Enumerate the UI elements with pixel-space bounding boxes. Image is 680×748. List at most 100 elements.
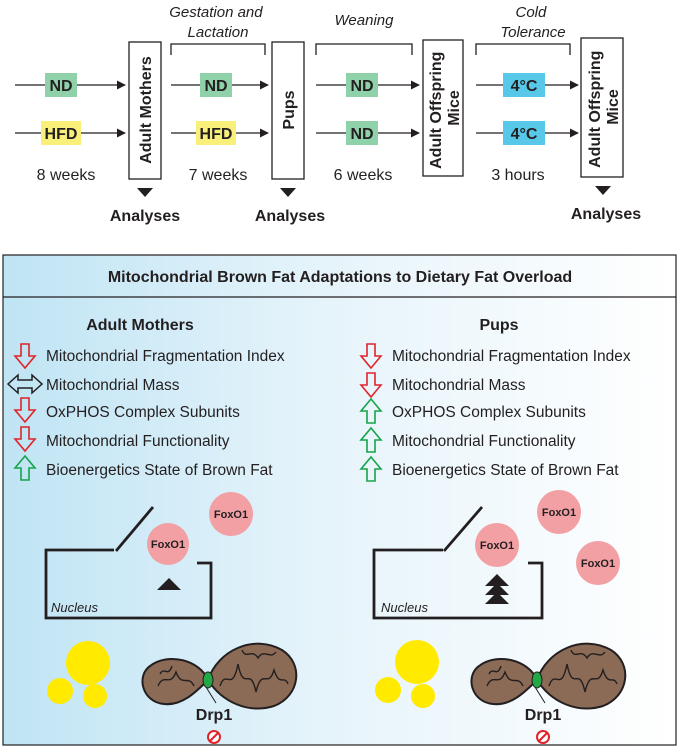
bracket-weaning <box>315 43 413 55</box>
duration-col4: 3 hours <box>491 167 544 184</box>
duration-col3: 6 weeks <box>334 167 393 184</box>
phase-cold-line1: Cold <box>515 4 547 21</box>
right-inhibit-icon <box>536 730 550 744</box>
left-lipid-droplets <box>47 641 110 708</box>
left-item-4: Mitochondrial Functionality <box>13 426 230 453</box>
left-nucleus-diagram: FoxO1 FoxO1 Nucleus <box>44 492 253 620</box>
down-arrow-icon <box>359 372 383 399</box>
right-item-3-text: OxPHOS Complex Subunits <box>392 404 586 421</box>
left-nucleus-label: Nucleus <box>51 600 98 615</box>
nd-tag-col1 <box>45 73 77 97</box>
phase-label-cold: Cold Tolerance <box>500 4 565 41</box>
box-pups <box>271 41 305 180</box>
phase-cold-line2: Tolerance <box>500 24 565 41</box>
bracket-cold <box>475 43 571 55</box>
box-adult-offspring-2 <box>580 37 624 178</box>
right-nucleus-outline <box>372 548 544 620</box>
box-offspring-2-line1: Adult Offspring <box>587 51 604 168</box>
analyses-marker-1 <box>137 188 153 197</box>
left-foxo1-inside <box>147 523 189 565</box>
analyses-label-1: Analyses <box>110 208 180 225</box>
cold-tag-col4-bottom <box>503 121 545 145</box>
up-arrow-icon <box>359 397 383 424</box>
phase-gestation-line2: Lactation <box>188 24 249 41</box>
analyses-marker-3 <box>595 186 611 195</box>
down-arrow-icon <box>13 343 37 370</box>
cold-tag-col4-top <box>503 73 545 97</box>
box-adult-offspring-1 <box>422 39 464 177</box>
up-arrow-icon <box>359 455 383 482</box>
phase-label-gestation: Gestation and Lactation <box>169 4 267 41</box>
right-items: Mitochondrial Fragmentation Index Mitoch… <box>359 343 631 482</box>
nd-tag-col3-bottom <box>346 121 378 145</box>
duration-col2: 7 weeks <box>189 167 248 184</box>
left-item-5-text: Bioenergetics State of Brown Fat <box>46 462 273 479</box>
duration-col1: 8 weeks <box>37 167 96 184</box>
hfd-label-col1: HFD <box>45 126 78 143</box>
analyses-label-3: Analyses <box>571 206 641 223</box>
hfd-label-col2: HFD <box>200 126 233 143</box>
left-foxo1-outside <box>209 492 253 536</box>
right-foxo1-outside-1 <box>537 490 581 534</box>
right-drp1-pointer <box>534 686 546 704</box>
box-adult-mothers <box>128 41 162 180</box>
right-nucleus-diagram: FoxO1 FoxO1 FoxO1 Nucleus <box>372 490 620 620</box>
box-adult-offspring-2-label: Adult Offspring Mice <box>587 46 622 168</box>
left-drp1-ring <box>202 671 214 689</box>
nd-label-col3-top: ND <box>350 78 373 95</box>
box-adult-mothers-label: Adult Mothers <box>138 56 155 164</box>
lipid-droplet-small <box>47 678 73 704</box>
box-offspring-1-line1: Adult Offspring <box>428 52 445 169</box>
bracket-gestation <box>170 43 266 55</box>
left-foxo1-outside-label: FoxO1 <box>214 509 248 521</box>
right-drp1-label: Drp1 <box>525 707 562 724</box>
right-drp1-ring <box>531 671 543 689</box>
left-items: Mitochondrial Fragmentation Index Mitoch… <box>6 343 285 481</box>
left-item-1-text: Mitochondrial Fragmentation Index <box>46 348 285 365</box>
right-import-arrow-2 <box>485 583 509 595</box>
right-foxo1-outside-2-label: FoxO1 <box>581 558 615 570</box>
hfd-tag-col2 <box>196 121 236 145</box>
nd-label-col1: ND <box>49 78 72 95</box>
left-item-2-text: Mitochondrial Mass <box>46 377 180 394</box>
right-item-2: Mitochondrial Mass <box>359 372 526 399</box>
right-import-arrow-3 <box>485 592 509 604</box>
adaptations-panel: Mitochondrial Brown Fat Adaptations to D… <box>2 254 677 746</box>
panel-title: Mitochondrial Brown Fat Adaptations to D… <box>108 269 572 286</box>
right-item-5-text: Bioenergetics State of Brown Fat <box>392 462 619 479</box>
analyses-marker-2 <box>280 188 296 197</box>
cold-label-col4-bottom: 4°C <box>511 126 538 143</box>
nd-tag-col3-top <box>346 73 378 97</box>
box-offspring-1-line2: Mice <box>446 90 463 126</box>
nd-label-col2: ND <box>204 78 227 95</box>
right-nucleus-door <box>442 506 484 552</box>
box-adult-offspring-1-label: Adult Offspring Mice <box>428 47 463 169</box>
right-foxo1-inside-label: FoxO1 <box>480 540 514 552</box>
box-pups-label: Pups <box>281 90 298 129</box>
right-item-5: Bioenergetics State of Brown Fat <box>359 455 619 482</box>
right-foxo1-outside-1-label: FoxO1 <box>542 507 576 519</box>
right-foxo1-inside <box>475 523 519 567</box>
nd-tag-col2 <box>200 73 232 97</box>
left-heading: Adult Mothers <box>86 317 194 334</box>
right-foxo1-outside-2 <box>576 541 620 585</box>
cold-label-col4-top: 4°C <box>511 78 538 95</box>
down-arrow-icon <box>13 397 37 424</box>
right-item-4: Mitochondrial Functionality <box>359 426 576 453</box>
left-inhibit-icon <box>207 730 221 744</box>
box-offspring-2-line2: Mice <box>605 89 622 125</box>
timeline: Gestation and Lactation Weaning Cold Tol… <box>15 4 641 225</box>
up-arrow-icon <box>13 454 37 481</box>
right-item-1-text: Mitochondrial Fragmentation Index <box>392 348 631 365</box>
right-heading: Pups <box>479 317 518 334</box>
right-item-1: Mitochondrial Fragmentation Index <box>359 343 631 370</box>
left-item-1: Mitochondrial Fragmentation Index <box>13 343 285 370</box>
left-foxo1-inside-label: FoxO1 <box>151 539 185 551</box>
phase-gestation-line1: Gestation and <box>169 4 263 21</box>
left-item-2: Mitochondrial Mass <box>6 373 180 395</box>
left-mitochondrion: Drp1 <box>141 642 298 744</box>
left-import-arrow <box>157 578 181 590</box>
double-arrow-icon <box>6 373 44 395</box>
left-drp1-pointer <box>205 686 217 704</box>
